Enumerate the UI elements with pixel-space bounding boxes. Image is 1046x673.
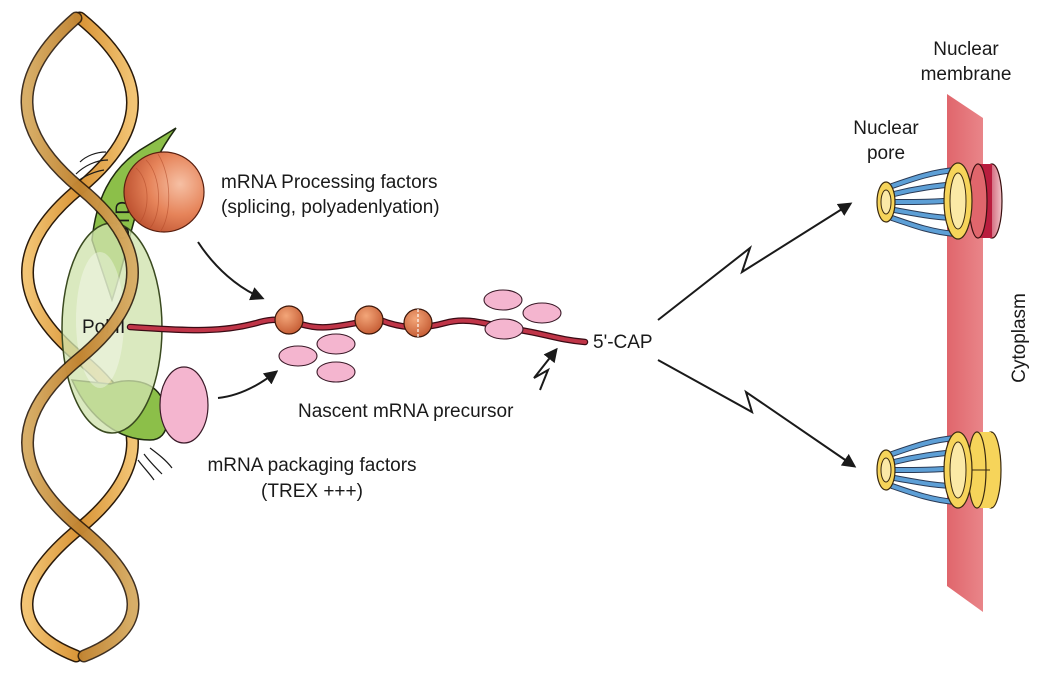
arrow-to-upper-pore: [657, 202, 853, 321]
arrows: [197, 202, 857, 468]
nuclear-pore-label-line1: Nuclear: [853, 118, 919, 139]
nuclear-membrane-label-line2: membrane: [921, 64, 1012, 85]
rna-bound-packaging-factor: [483, 289, 523, 311]
rna-bound-packaging-factor: [484, 318, 524, 340]
packaging-factors-label-line2: (TREX +++): [261, 481, 363, 502]
rna-bound-packaging-factor: [316, 361, 356, 383]
packaging-factors-label-line1: mRNA packaging factors: [207, 455, 416, 476]
arrow-processing-to-rna: [197, 241, 265, 301]
cap-label: 5'-CAP: [593, 332, 653, 353]
rna-bound-processing-factor: [354, 305, 384, 335]
processing-factor-sphere: [123, 151, 205, 233]
packaging-factor-ellipse: [159, 366, 209, 444]
rna-bound-packaging-factor: [316, 333, 356, 355]
dna-helix-front: [20, 11, 140, 663]
cytoplasm-label: Cytoplasm: [1009, 293, 1030, 383]
rna-bound-packaging-factor: [522, 302, 562, 324]
nuclear-membrane-label-line1: Nuclear: [933, 39, 999, 60]
arrow-packaging-to-rna: [217, 370, 279, 399]
arrow-label-to-rna: [533, 347, 558, 391]
nuclear-pore-lower: [876, 431, 1002, 509]
processing-factors-label-line2: (splicing, polyadenlyation): [221, 197, 440, 218]
nascent-mrna: [126, 289, 589, 383]
nuclear-pore-upper: [876, 162, 1003, 240]
processing-factors-label-line1: mRNA Processing factors: [221, 172, 437, 193]
nuclear-pore-label-line2: pore: [867, 143, 905, 164]
rna-bound-packaging-factor: [278, 345, 318, 367]
nascent-mrna-label: Nascent mRNA precursor: [298, 401, 514, 422]
motion-marks-bottom: [137, 447, 173, 481]
rna-bound-processing-factor: [274, 305, 304, 335]
rna-bound-processing-factor: [403, 308, 433, 338]
labels: Nuclear membrane Nuclear pore mRNA Proce…: [207, 39, 1030, 502]
arrow-to-lower-pore: [657, 359, 857, 468]
